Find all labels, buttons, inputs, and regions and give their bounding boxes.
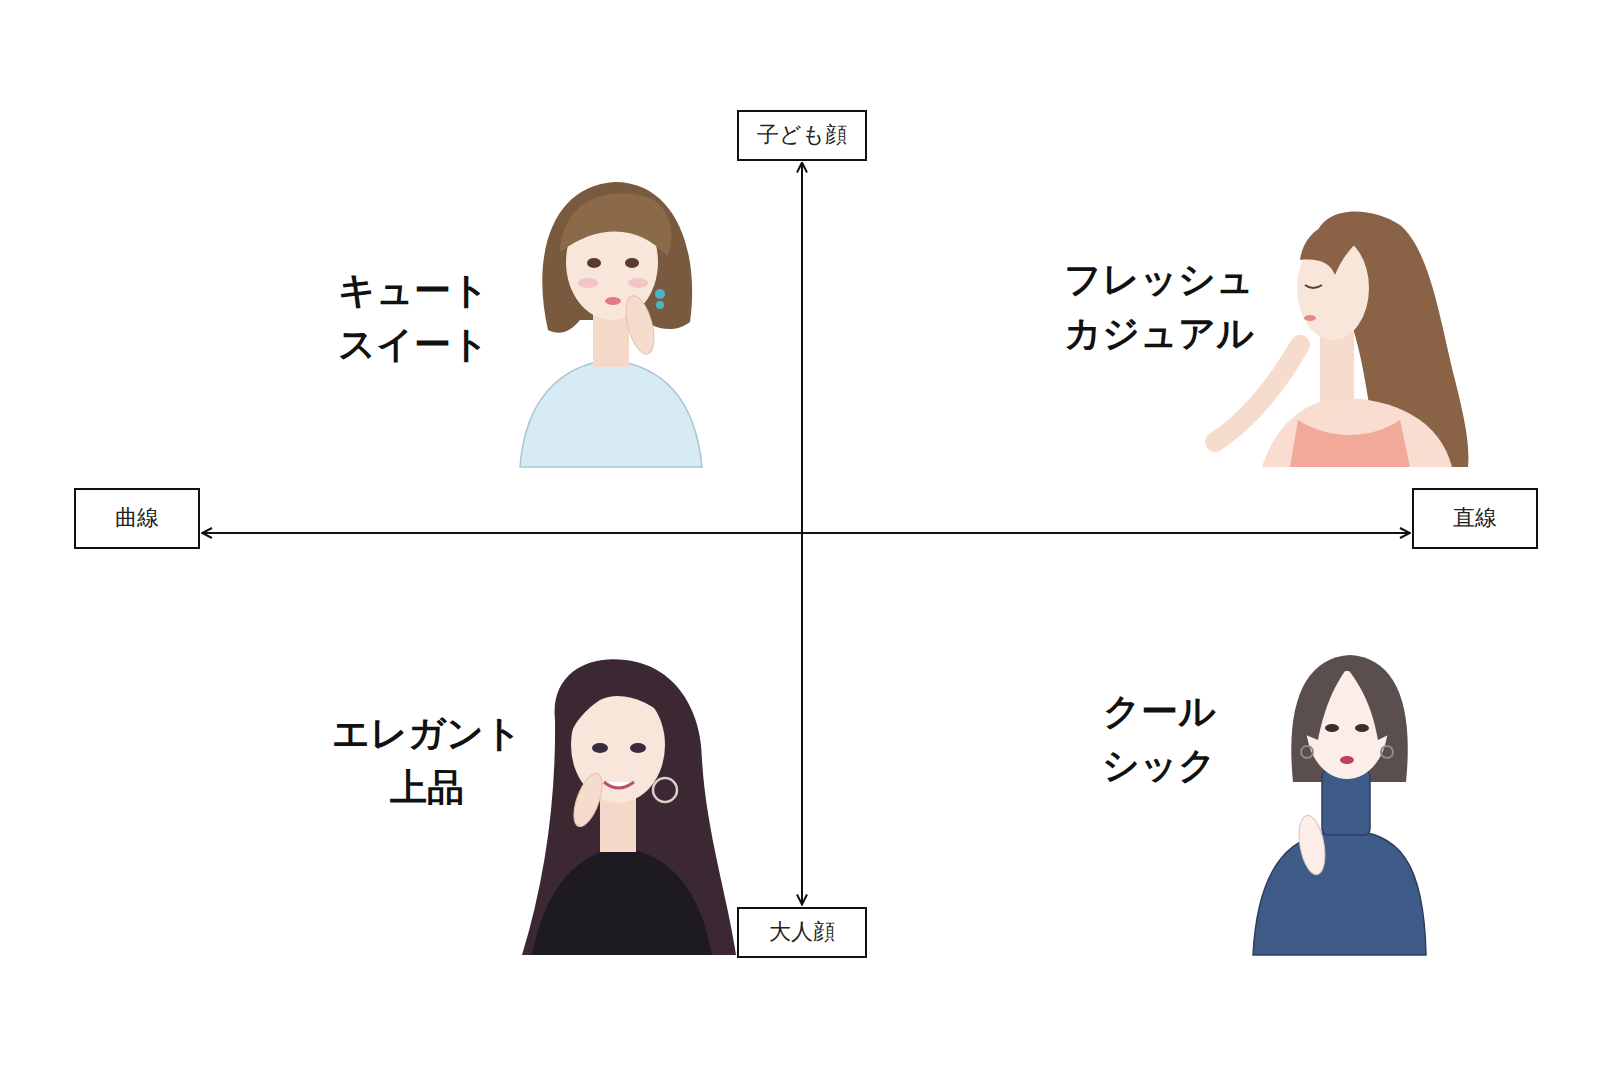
axis-label: 曲線 <box>115 505 159 531</box>
quadrant-label: クール シック <box>1102 685 1216 792</box>
woman-illustration-cute <box>520 182 702 467</box>
axis-box: 大人顔 <box>737 907 867 958</box>
quadrant-circle: クール シック <box>991 571 1355 935</box>
axis-arrow <box>801 163 803 905</box>
axis-label: 大人顔 <box>769 919 835 945</box>
circle-fill <box>233 138 593 498</box>
quadrant-label: フレッシュ カジュアル <box>1064 253 1254 360</box>
quadrant-circle: フレッシュ カジュアル <box>992 132 1350 490</box>
circle-fill <box>992 132 1350 490</box>
axis-arrow <box>202 532 1410 534</box>
axis-box: 直線 <box>1412 488 1538 549</box>
quadrant-label: エレガント 上品 <box>332 707 522 814</box>
circle-shape <box>233 138 593 498</box>
axis-box: 曲線 <box>74 488 200 549</box>
woman-illustration-elegant <box>522 659 736 955</box>
circle-fill <box>233 573 621 961</box>
quadrant-circle: エレガント 上品 <box>233 573 621 961</box>
axis-box: 子ども顔 <box>737 110 867 161</box>
woman-illustration-cool <box>1253 655 1426 955</box>
axis-label: 直線 <box>1453 505 1497 531</box>
circle-shape <box>992 132 1350 490</box>
quadrant-label: キュート スイート <box>338 264 489 371</box>
circle-fill <box>991 571 1355 935</box>
quadrant-circle: キュート スイート <box>233 138 593 498</box>
axis-label: 子ども顔 <box>757 122 847 148</box>
